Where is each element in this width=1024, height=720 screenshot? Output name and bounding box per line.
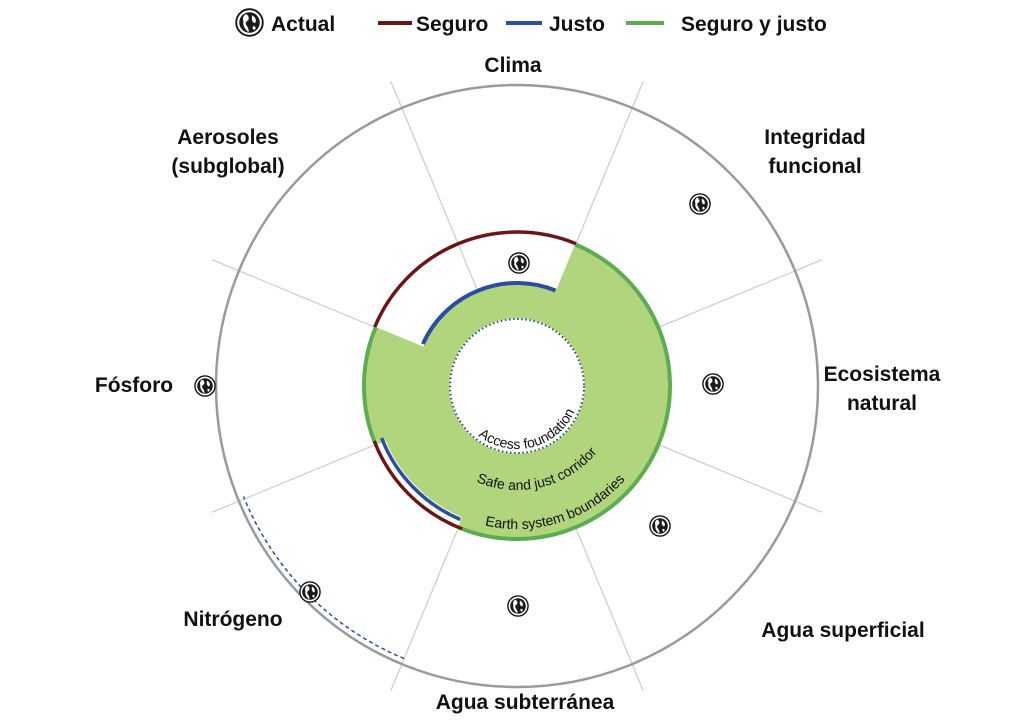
sector-divider [390,80,480,294]
label-functional-integrity-2: funcional [768,155,861,178]
legend-globe-icon [235,8,264,37]
legend-just: Justo [549,13,605,36]
access-foundation-circle [449,318,585,454]
globe-icon-climate [508,252,530,274]
just-boundary-arc [421,281,557,345]
legend-safe-just: Seguro y justo [681,13,827,36]
boundary-arcs [242,230,577,660]
globe-icon-nitrogen [299,581,321,603]
label-natural-ecosystem-1: Ecosistema [824,363,941,386]
legend-safe: Seguro [416,13,488,36]
corridor-segment [423,284,557,361]
label-aerosols-2: (subglobal) [171,155,284,178]
label-climate: Clima [484,54,542,77]
label-aerosols-1: Aerosoles [177,126,279,149]
safe-just-boundary-arc [461,242,673,541]
just-boundary-arc [379,437,462,522]
globe-icon-phosphorus [194,375,216,397]
just-boundary-dashed-arc [242,496,405,660]
label-nitrogen: Nitrógeno [183,608,282,631]
safe-boundary-arc [372,440,463,531]
label-natural-ecosystem-2: natural [847,392,917,415]
label-groundwater: Agua subterránea [436,691,615,714]
label-functional-integrity-1: Integridad [764,126,866,149]
label-phosphorus: Fósforo [95,374,173,397]
legend: Actual Seguro Justo Seguro y justo [235,8,827,37]
globe-icon-surface-water [649,515,671,537]
globe-icon-functional-integrity [689,193,711,215]
safe-boundary-arc [373,230,577,328]
safe-just-boundary-arc [362,326,378,442]
globe-icon-groundwater [507,595,529,617]
globe-icon-natural-ecosystem [702,373,724,395]
legend-actual: Actual [271,13,335,36]
label-surface-water: Agua superficial [761,619,924,642]
outer-circle [214,83,820,689]
